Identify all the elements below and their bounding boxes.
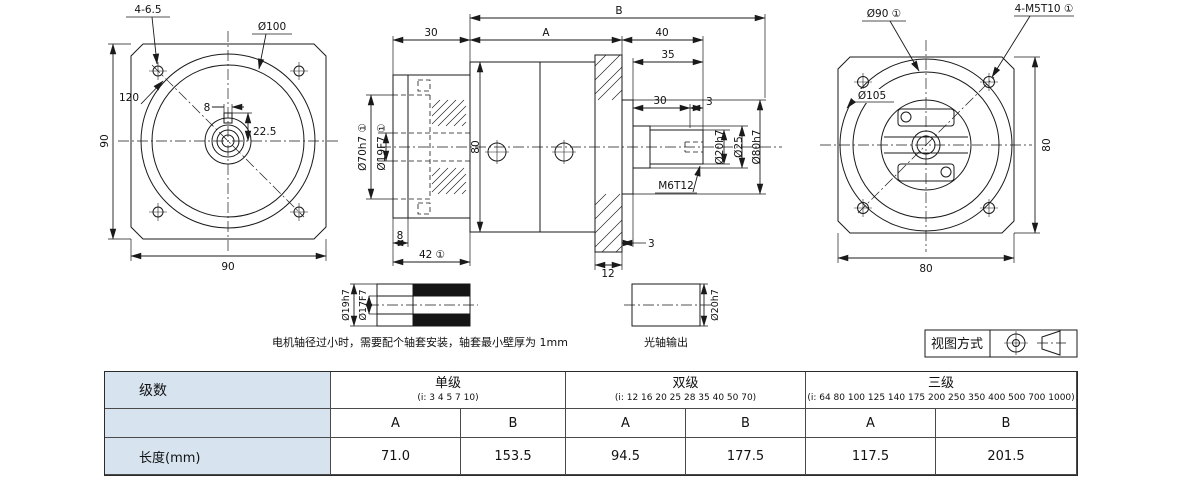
- rear-dim-height: 80: [1041, 138, 1053, 151]
- section-output-shaft: [649, 129, 704, 165]
- rear-flange-outline: [837, 56, 1015, 234]
- section-dim-body-a: A: [542, 27, 550, 39]
- section-dim-body-height: 80: [470, 140, 482, 153]
- value-double-b: 177.5: [686, 438, 806, 475]
- section-view: B 30 A 40 35 30 3 Ø70h7 ① Ø19F7 ① 80 Ø20…: [357, 5, 782, 280]
- front-centerlines: [118, 31, 338, 251]
- col-header-a-single: A: [331, 409, 461, 438]
- col-header-a-double: A: [566, 409, 686, 438]
- section-dim-pilot-bore: Ø70h7 ①: [357, 123, 369, 171]
- value-single-a: 71.0: [331, 438, 461, 475]
- rear-dim-tapped-holes: 4-M5T10 ①: [1015, 3, 1074, 15]
- length-header: 长度(mm): [105, 438, 331, 475]
- section-dim-pilot-dia: Ø80h7: [751, 130, 763, 165]
- section-dim-input-len: 30: [424, 27, 437, 39]
- stage-header-label: 级数: [139, 383, 167, 399]
- front-dim-keyway-depth: 22.5: [253, 126, 276, 138]
- section-motor-flange: [392, 74, 471, 219]
- value-double-a: 94.5: [566, 438, 686, 475]
- value-triple-b: 201.5: [936, 438, 1077, 475]
- rear-view: Ø90 ① 4-M5T10 ① Ø105 80 80: [820, 3, 1074, 275]
- section-dim-output-len: 40: [655, 27, 668, 39]
- section-hatching: [431, 54, 623, 253]
- group-double-ratios: (i: 12 16 20 25 28 35 40 50 70): [614, 392, 757, 403]
- section-thread-callout: M6T12: [658, 180, 694, 192]
- group-header-single: 单级 (i: 3 4 5 7 10): [331, 372, 566, 409]
- rear-dim-width: 80: [919, 263, 932, 275]
- rear-dim-outer-circle: Ø105: [858, 90, 886, 102]
- section-dim-flange-thick: 12: [601, 268, 614, 280]
- section-dim-flange-len: 42 ①: [419, 249, 445, 261]
- section-output-flange: [594, 54, 623, 253]
- section-hidden-lines: [393, 94, 703, 200]
- projection-box: 视图方式: [924, 329, 1078, 358]
- sleeve-note: 电机轴径过小时，需要配个轴套安装，轴套最小壁厚为 1mm: [272, 335, 568, 349]
- front-flange-outline: [130, 43, 327, 240]
- projection-symbol-icon: [1004, 330, 1066, 356]
- group-double-name: 双级: [672, 376, 699, 392]
- stage-header-spacer: [105, 409, 331, 438]
- stage-header: 级数: [105, 372, 331, 409]
- col-header-b-double: B: [686, 409, 806, 438]
- section-dim-shaft-step: 3: [706, 96, 713, 108]
- front-dim-keyway-width: 8: [204, 102, 211, 114]
- group-header-double: 双级 (i: 12 16 20 25 28 35 40 50 70): [566, 372, 806, 409]
- technical-drawing: 90 90 4-6.5 Ø100 120 22.5 8: [99, 3, 1078, 358]
- group-triple-name: 三级: [927, 376, 954, 392]
- section-dim-total-b: B: [615, 5, 622, 17]
- sleeve-dim-outer: Ø19h7: [341, 289, 352, 321]
- front-dim-width: 90: [221, 261, 234, 273]
- front-dim-height: 90: [99, 134, 111, 147]
- shaft-detail: Ø20h7 光轴输出: [624, 283, 721, 349]
- group-single-ratios: (i: 3 4 5 7 10): [417, 392, 479, 403]
- col-header-b-triple: B: [936, 409, 1077, 438]
- spec-table: 级数 单级 (i: 3 4 5 7 10) 双级 (i: 12 16 20 25…: [104, 371, 1078, 476]
- projection-label: 视图方式: [931, 336, 983, 352]
- group-header-triple: 三级 (i: 64 80 100 125 140 175 200 250 350…: [806, 372, 1077, 409]
- value-triple-a: 117.5: [806, 438, 936, 475]
- sleeve-dim-bore: Ø17F7: [358, 289, 369, 320]
- rear-corner-holes: [854, 73, 998, 217]
- front-view: 90 90 4-6.5 Ø100 120 22.5 8: [99, 4, 338, 273]
- rear-dim-bolt-circle: Ø90 ①: [867, 8, 901, 20]
- sleeve-detail: Ø19h7 Ø17F7 电机轴径过小时，需要配个轴套安装，轴套最小壁厚为 1mm: [272, 283, 568, 349]
- group-triple-ratios: (i: 64 80 100 125 140 175 200 250 350 40…: [807, 392, 1075, 403]
- section-dim-shaft-len: 30: [653, 95, 666, 107]
- section-dim-shaft-dia: Ø20h7: [714, 130, 726, 165]
- section-dim-boss-thick: 3: [648, 238, 655, 250]
- front-dim-bolt-circle: 120: [119, 92, 139, 104]
- section-dim-shaft-sec: 35: [661, 49, 674, 61]
- value-single-b: 153.5: [461, 438, 566, 475]
- section-dim-input-bore: Ø19F7 ①: [376, 123, 388, 170]
- col-header-a-triple: A: [806, 409, 936, 438]
- front-dim-outer-circle: Ø100: [258, 21, 286, 33]
- group-single-name: 单级: [434, 376, 461, 392]
- front-dim-corner-holes: 4-6.5: [134, 4, 161, 16]
- shaft-output-label: 光轴输出: [644, 335, 688, 349]
- col-header-b-single: B: [461, 409, 566, 438]
- rear-centerlines: [820, 40, 1032, 252]
- section-dim-hole-depth: 8: [397, 230, 404, 242]
- section-dim-shoulder-dia: Ø25: [733, 136, 745, 158]
- shaft-dim-dia: Ø20h7: [710, 289, 721, 321]
- front-corner-holes: [149, 62, 308, 221]
